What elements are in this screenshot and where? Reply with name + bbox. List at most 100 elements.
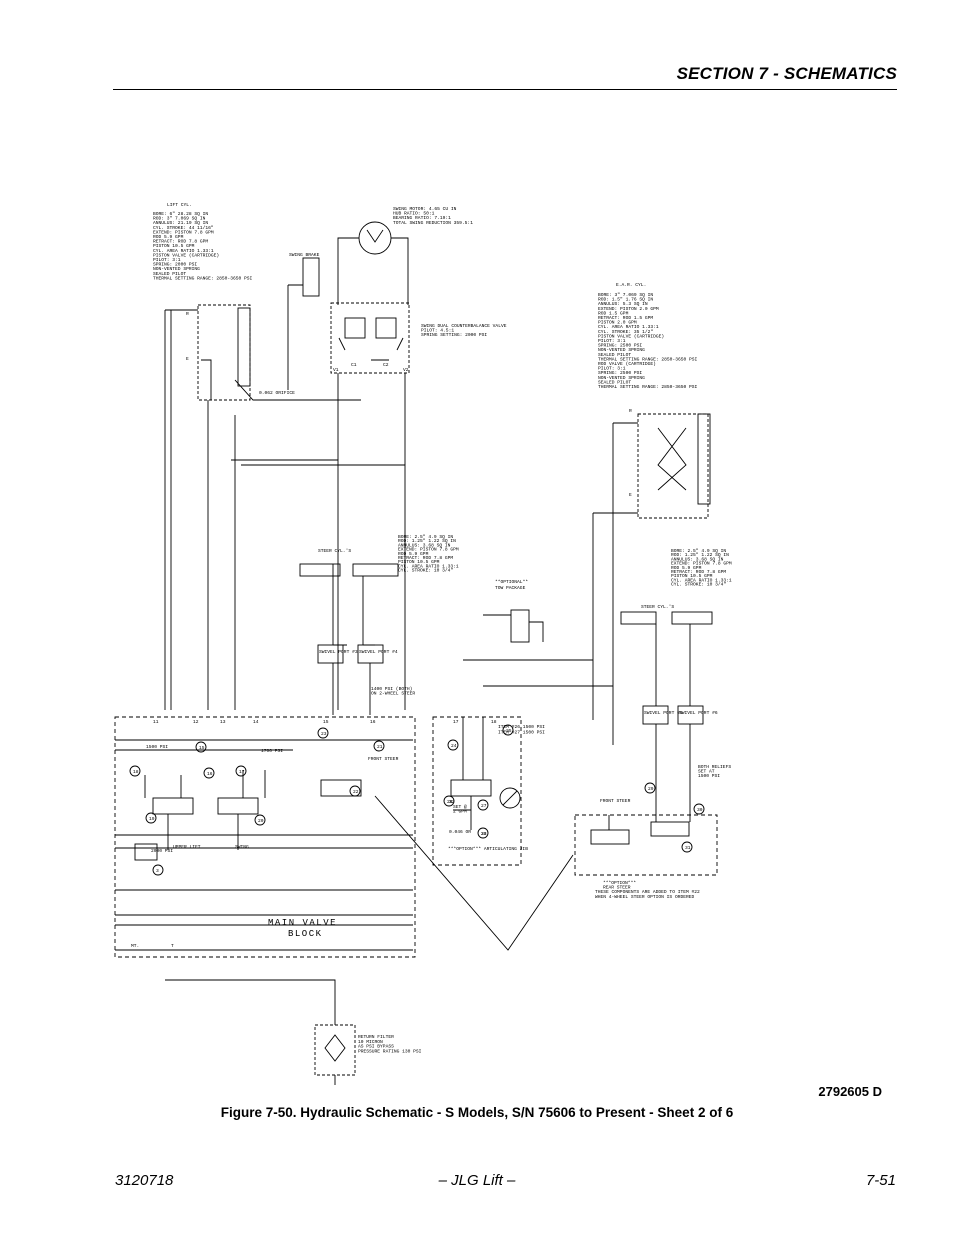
ear-spec-line: EXTEND: PISTON 2.0 GPM: [598, 306, 659, 312]
lift-spec-line: EXTEND: PISTON 7.8 GPM: [153, 229, 214, 235]
four-wheel-note-line: WHEN 4-WHEEL STEER OPTION IS ORDERED: [595, 894, 694, 900]
item-number: 29: [648, 786, 654, 792]
item-number: 15: [199, 745, 205, 751]
steer-left-spec-line: ROD: 1.25" 1.22 SQ IN: [398, 538, 456, 544]
both-reliefs-line: SET AT: [698, 769, 715, 775]
swing-motor-line: HUB RATIO: 50:1: [393, 211, 435, 217]
relief-setting-label: 2000 PSI: [151, 848, 173, 854]
item-number: 30: [697, 807, 703, 813]
ear-spec-line: PISTON 2.0 GPM: [598, 320, 637, 326]
steer-right-spec-line: CYL. STROKE: 10 3/4": [671, 582, 726, 588]
steer-cyl-left-title: STEER CYL.'S: [318, 548, 351, 554]
ear-spec-line: SEALED PILOT: [598, 379, 631, 385]
lift-spec-line: BORE: 6" 28.28 SQ IN: [153, 211, 208, 217]
item-number: 22: [353, 789, 359, 795]
valve-port-label: 14: [253, 719, 259, 725]
header-rule: [113, 89, 897, 90]
steer-cyl-right-title: STEER CYL.'S: [641, 604, 674, 610]
return-filter-line: AS PSI BYPASS: [358, 1044, 394, 1050]
swing-cbv-line: SPRING SETTING: 2000 PSI: [421, 332, 487, 338]
swing-motor-line: SWING MOTOR: 4.65 CU IN: [393, 206, 457, 212]
ear-spec-line: CYL. STROKE: 35 1/2": [598, 329, 653, 335]
mt-label: MT.: [131, 943, 139, 949]
psi-note-line: 1400 PSI (BOTH): [371, 686, 412, 692]
item-note-line: ITEM #27 1500 PSI: [498, 730, 545, 736]
r-label: R: [186, 311, 189, 317]
ear-spec-line: PILOT: 3:1: [598, 366, 626, 372]
four-wheel-steer-note: THESE COMPONENTS ARE ADDED TO ITEM #22WH…: [595, 889, 700, 900]
swing-label: SWING: [235, 844, 249, 850]
lift-spec-line: PILOT: 3:1: [153, 257, 181, 263]
swivel-port-label: SWIVEL PORT #4: [359, 649, 398, 655]
valve-port-label: 16: [370, 719, 376, 725]
front-steer-label: FRONT STEER: [368, 756, 399, 762]
orifice-label: 0.062 ORIFICE: [259, 390, 295, 396]
steer-left-spec-line: PISTON 10.5 GPM: [398, 559, 440, 565]
swing-motor-line: BEARING RATIO: 7.19:1: [393, 215, 451, 221]
footer-doc-number: 3120718: [115, 1172, 174, 1189]
swivel-port-label: SWIVEL PORT #3: [319, 649, 358, 655]
swivel-port-label: SWIVEL PORT #5: [644, 710, 683, 716]
lift-spec-line: PISTON VALVE (CARTRIDGE): [153, 252, 219, 258]
item-number: 19: [149, 816, 155, 822]
lift-spec-line: RETRACT: ROD 7.8 GPM: [153, 239, 208, 245]
ear-spec-line: PILOT: 3:1: [598, 338, 626, 344]
steer-right-spec-line: EXTEND: PISTON 7.8 GPM: [671, 561, 732, 567]
section-title: SECTION 7 - SCHEMATICS: [676, 64, 897, 83]
return-filter-line: RETURN FILTER: [358, 1034, 394, 1040]
articulating-jib-label: ***OPTION*** ARTICULATING JIB: [448, 846, 528, 852]
ear-spec-line: SEALED PILOT: [598, 352, 631, 358]
item-number: 26: [447, 799, 453, 805]
item-number: 33: [481, 831, 487, 837]
item-number: 3: [156, 868, 159, 874]
ear-cyl-title: E.A.R. CYL.: [616, 282, 646, 288]
lift-spec-line: SEALED PILOT: [153, 271, 186, 277]
steer-right-spec-line: ROD 5.9 GPM: [671, 565, 702, 571]
item-number: 21: [377, 744, 383, 750]
ear-spec-line: ROD: 1.5" 1.76 SQ IN: [598, 297, 653, 303]
valve-port-label: 17: [453, 719, 459, 725]
lift-cyl-title: LIFT CYL.: [167, 202, 192, 208]
ear-spec-line: ROD 1.5 GPM: [598, 310, 629, 316]
ear-spec-line: ROD VALVE (CARTRIDGE): [598, 361, 656, 367]
ear-spec-line: CYL. AREA RATIO 1.33:1: [598, 324, 659, 330]
e-label: E: [186, 356, 189, 362]
both-reliefs-line: BOTH RELIEFS: [698, 764, 731, 770]
valve-port-label: 11: [153, 719, 159, 725]
steer-left-spec-line: ANNULUS: 3.68 SQ IN: [398, 542, 451, 548]
swing-valve-port: V2: [403, 367, 409, 373]
swing-valve-port: V1: [333, 367, 339, 373]
ear-spec-line: THERMAL SETTING RANGE: 2850-3650 PSI: [598, 384, 697, 390]
return-filter-line: PRESSURE RATING 130 PSI: [358, 1048, 422, 1054]
steer-right-spec-line: RETRACT: ROD 7.8 GPM: [671, 569, 726, 575]
set-gpm-line: 2 GPM: [453, 809, 467, 815]
item-number: 25: [506, 728, 512, 734]
item-number: 28: [481, 831, 487, 837]
lift-spec-line: ROD: 3" 7.069 SQ IN: [153, 216, 206, 222]
lift-spec-line: ANNULUS: 21.19 SQ IN: [153, 220, 208, 226]
lift-spec-line: SPRING: 2000 PSI: [153, 262, 197, 268]
steer-right-spec-line: ROD: 1.25" 1.22 SQ IN: [671, 552, 729, 558]
ear-spec-line: NON-VENTED SPRING: [598, 375, 645, 381]
tow-package-line: **OPTIONAL**: [495, 579, 528, 585]
ear-spec-line: ANNULUS: 5.3 SQ IN: [598, 301, 648, 307]
steer-right-spec-line: CYL. AREA RATIO 1.33:1: [671, 577, 732, 583]
rear-steer-label: ***OPTION***REAR STEER: [603, 880, 636, 891]
ear-spec-line: SPRING: 2500 PSI: [598, 370, 642, 376]
lift-spec-line: CYL. STROKE: 44 11/16": [153, 225, 214, 231]
rear-steer-line: ***OPTION***: [603, 880, 636, 886]
item-number: 16: [207, 771, 213, 777]
lift-spec-line: CYL. AREA RATIO 1.33:1: [153, 248, 214, 254]
front-steer-label-2: FRONT STEER: [600, 798, 631, 804]
rear-steer-line: REAR STEER: [603, 885, 631, 891]
psi-note-line: ON 2-WHEEL STEER: [371, 691, 415, 697]
relief-setting-label: 1700 PSI: [261, 748, 283, 754]
steer-left-spec-line: RETRACT: ROD 7.8 GPM: [398, 555, 453, 561]
set-gpm-label: SET @2 GPM: [453, 804, 467, 815]
